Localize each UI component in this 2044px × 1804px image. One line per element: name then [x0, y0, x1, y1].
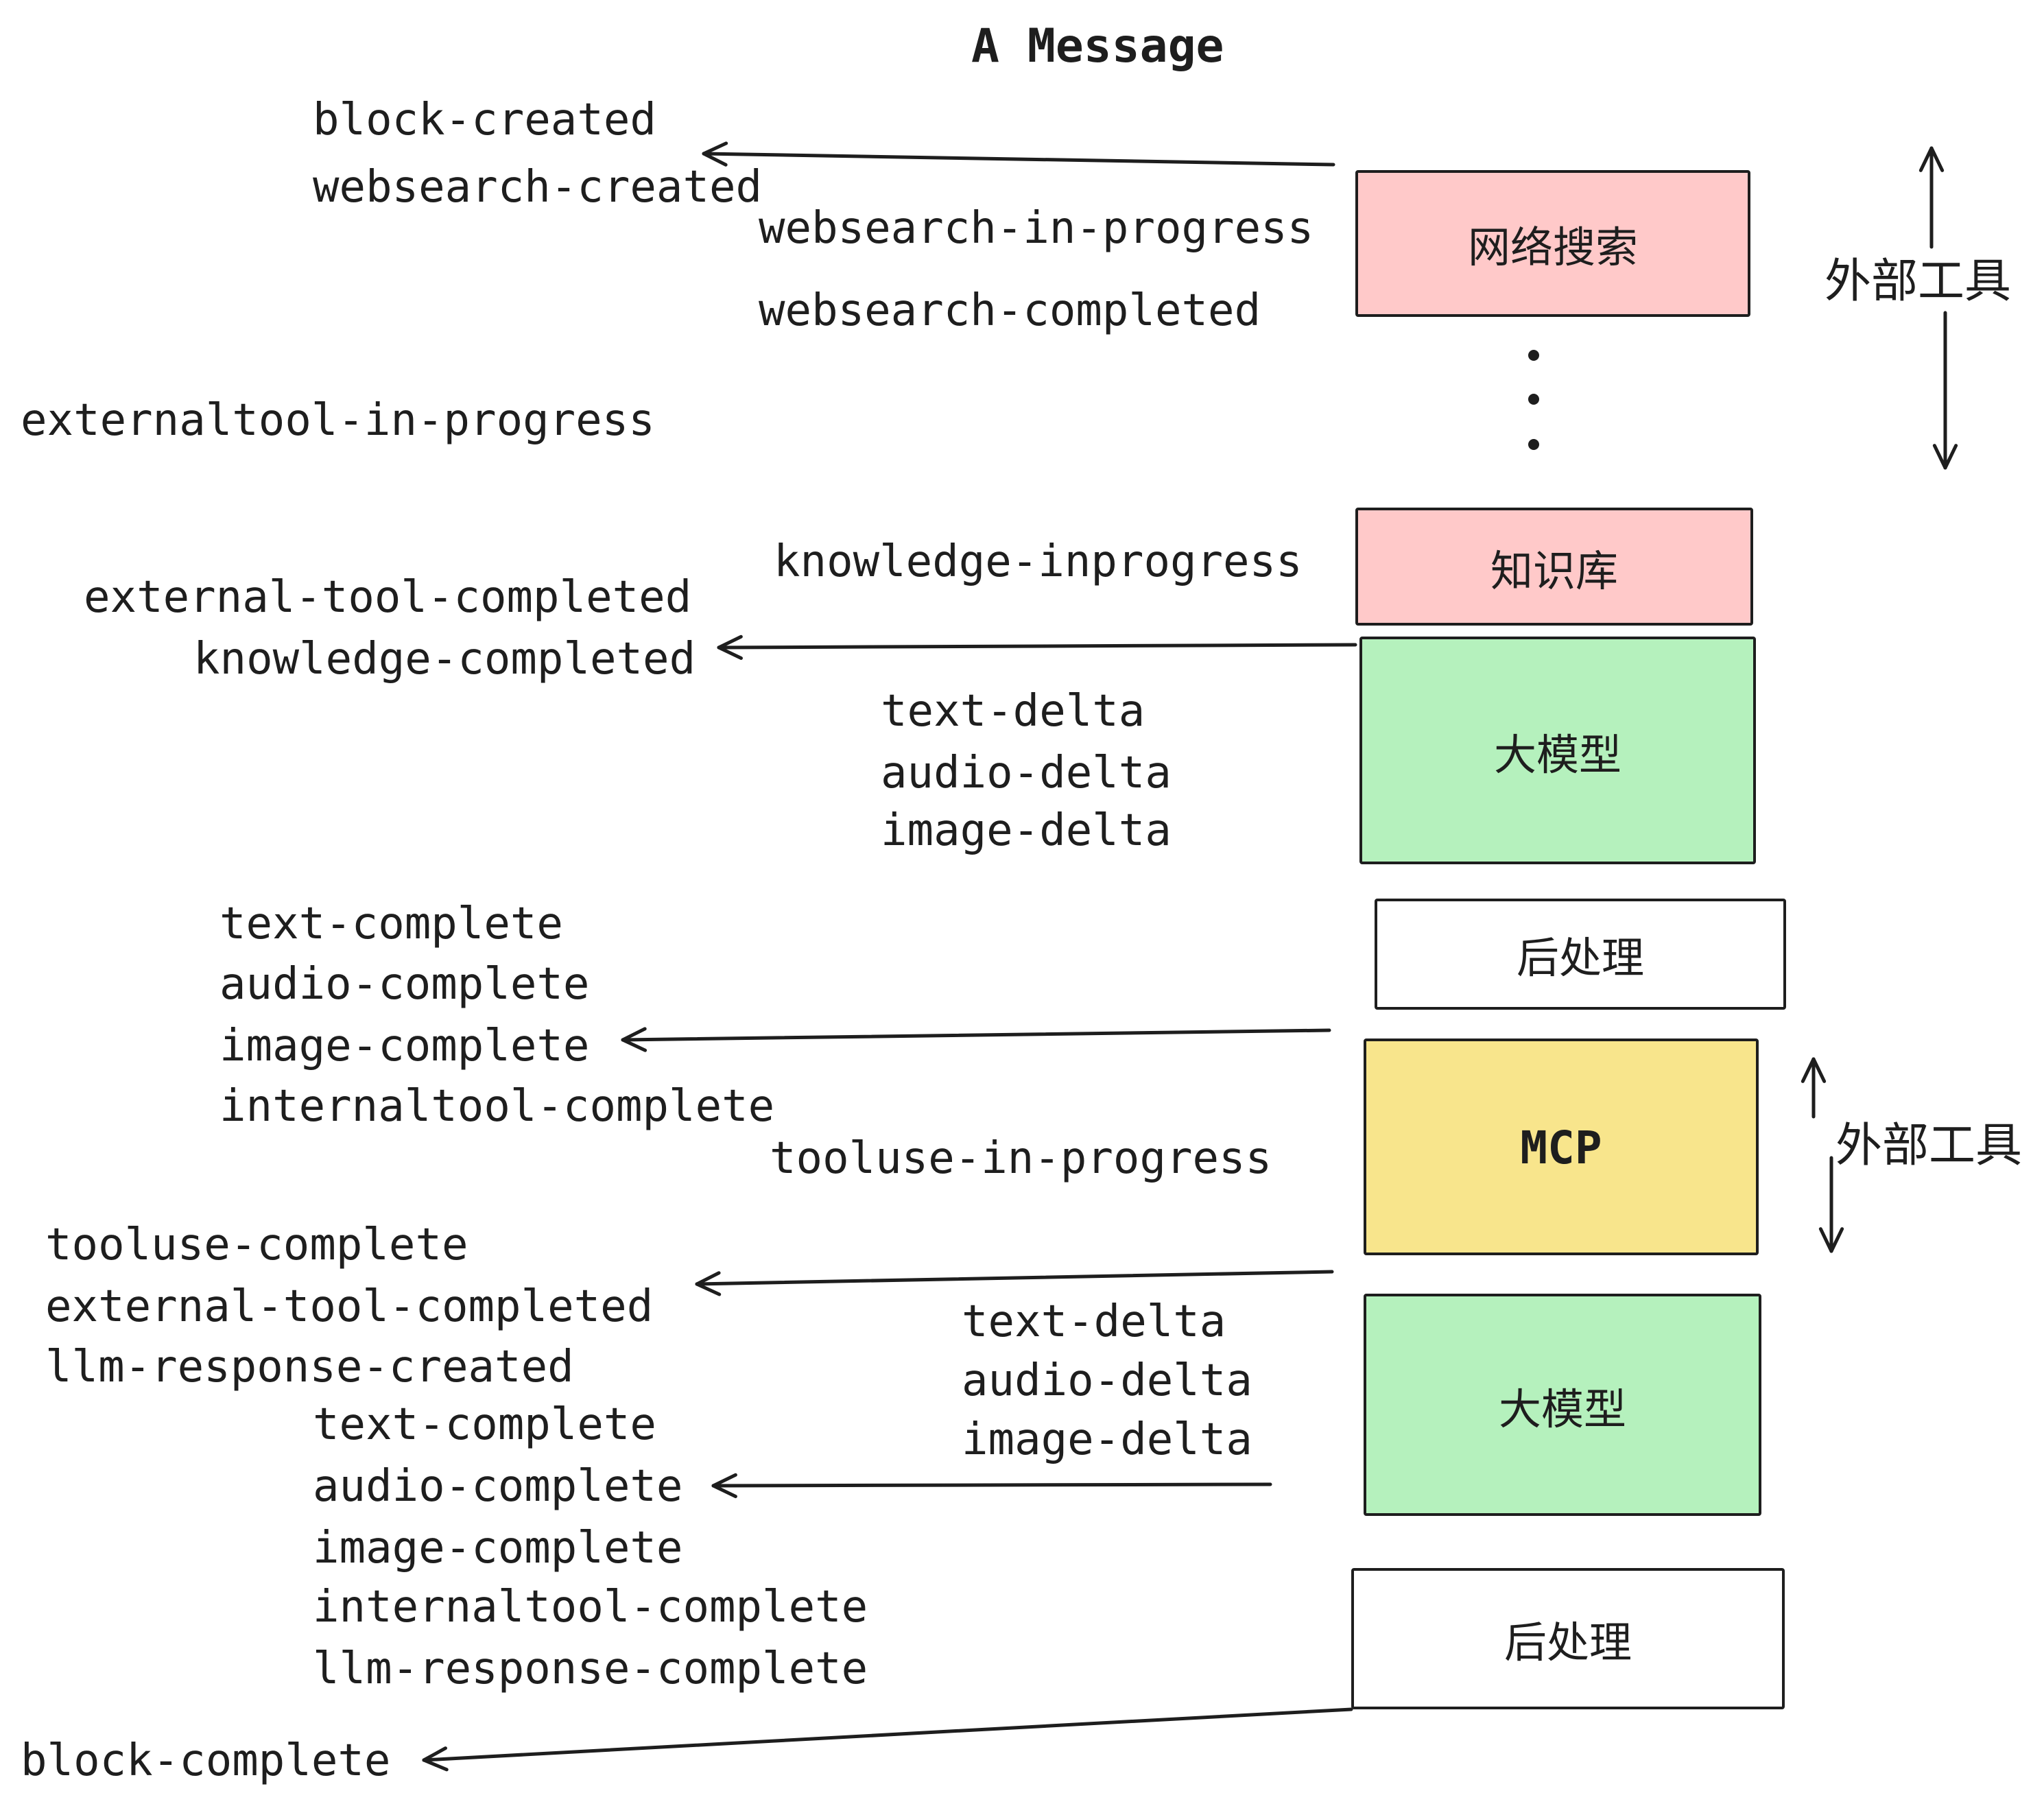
label-llm-response-created: llm-response-created: [45, 1340, 574, 1392]
label-external-tool-completed-2: external-tool-completed: [45, 1280, 654, 1332]
label-internaltool-complete-1: internaltool-complete: [219, 1080, 775, 1132]
box-knowledge-base: 知识库: [1355, 508, 1753, 626]
label-block-complete: block-complete: [21, 1734, 391, 1786]
label-audio-delta-1: audio-delta: [881, 746, 1172, 798]
box-mcp: MCP: [1364, 1039, 1759, 1255]
label-knowledge-inprogress: knowledge-inprogress: [774, 535, 1303, 587]
box-postprocess-1: 后处理: [1375, 899, 1786, 1010]
box-postprocess-1-label: 后处理: [1517, 934, 1644, 984]
vertical-ellipsis: [1528, 350, 1539, 450]
arrow-to-block-complete: [422, 1707, 1353, 1772]
box-llm-2: 大模型: [1364, 1294, 1761, 1516]
external-tools-annotation-2: 外部工具: [1835, 1119, 2022, 1174]
label-block-created: block-created: [313, 93, 656, 145]
box-postprocess-2-label: 后处理: [1504, 1619, 1632, 1668]
external-tools-2-up-arrow: [1801, 1057, 1827, 1119]
label-tooluse-in-progress: tooluse-in-progress: [770, 1132, 1272, 1184]
box-knowledge-base-label: 知识库: [1490, 547, 1618, 596]
arrow-to-websearch-created: [702, 141, 1335, 167]
external-tools-1-up-arrow: [1918, 146, 1945, 249]
box-websearch-label: 网络搜索: [1468, 224, 1638, 273]
label-internaltool-complete-2: internaltool-complete: [313, 1580, 868, 1633]
arrow-to-audio-complete: [711, 1473, 1272, 1499]
box-postprocess-2: 后处理: [1351, 1568, 1785, 1709]
box-llm-1-label: 大模型: [1494, 731, 1621, 780]
label-llm-response-complete: llm-response-complete: [313, 1642, 868, 1694]
label-websearch-in-progress: websearch-in-progress: [759, 202, 1314, 254]
external-tools-1-down-arrow: [1932, 311, 1958, 470]
label-knowledge-completed: knowledge-completed: [193, 632, 696, 685]
label-external-tool-completed-1: external-tool-completed: [84, 571, 692, 623]
box-llm-2-label: 大模型: [1499, 1385, 1626, 1434]
label-image-delta-2: image-delta: [962, 1413, 1252, 1465]
arrow-to-tooluse-complete: [695, 1270, 1334, 1296]
label-websearch-completed: websearch-completed: [759, 284, 1261, 336]
arrow-to-knowledge-completed: [717, 634, 1357, 661]
label-text-complete-2: text-complete: [313, 1398, 656, 1450]
label-image-complete-2: image-complete: [313, 1521, 683, 1574]
label-audio-complete-1: audio-complete: [219, 958, 590, 1010]
box-websearch: 网络搜索: [1355, 170, 1750, 317]
label-externaltool-in-progress: externaltool-in-progress: [21, 394, 655, 446]
label-image-complete-1: image-complete: [219, 1019, 590, 1071]
label-audio-complete-2: audio-complete: [313, 1460, 683, 1512]
label-tooluse-complete: tooluse-complete: [45, 1218, 468, 1270]
label-text-delta-1: text-delta: [881, 685, 1145, 737]
label-text-complete-1: text-complete: [219, 897, 563, 949]
box-mcp-label: MCP: [1520, 1120, 1602, 1174]
box-llm-1: 大模型: [1359, 637, 1756, 864]
label-audio-delta-2: audio-delta: [962, 1354, 1252, 1406]
label-image-delta-1: image-delta: [881, 804, 1172, 856]
external-tools-annotation-1: 外部工具: [1825, 254, 2011, 309]
arrow-to-image-complete: [621, 1027, 1331, 1052]
label-websearch-created: websearch-created: [313, 161, 763, 213]
diagram-title: A Message: [971, 19, 1224, 74]
label-text-delta-2: text-delta: [962, 1295, 1226, 1347]
